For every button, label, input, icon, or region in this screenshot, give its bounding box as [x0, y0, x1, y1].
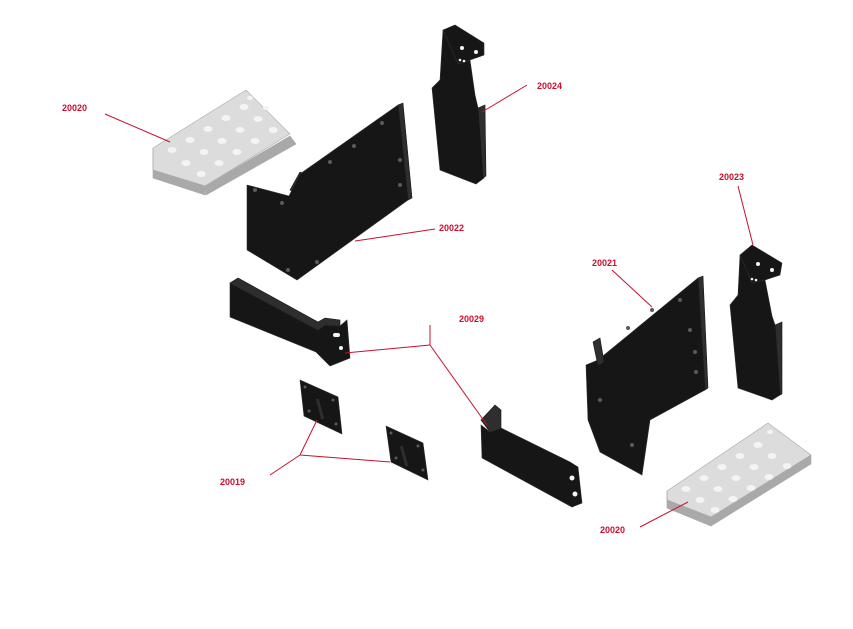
skid-panel-right-flange — [697, 275, 709, 391]
skid-panel-left-flange — [397, 102, 413, 201]
lower-guard-right — [480, 404, 583, 508]
skid-panel-right-holes — [598, 298, 698, 447]
label-mounting-plates: 20019 — [220, 477, 245, 487]
step-plate-br-holes — [681, 430, 792, 513]
vertical-bracket-right-flange — [774, 321, 783, 396]
mounting-plate-b-body — [385, 425, 429, 481]
skid-panel-right — [585, 275, 709, 476]
skid-panel-left-holes — [253, 121, 402, 272]
label-vertical-bracket-top: 20024 — [537, 81, 562, 91]
label-step-plate-bottom-right: 20020 — [600, 525, 625, 535]
lower-guard-right-body — [480, 424, 583, 508]
skid-panel-left — [246, 102, 413, 281]
step-plate-side — [204, 135, 297, 196]
label-step-plate-top-left: 20020 — [62, 103, 87, 113]
lower-guard-right-tab — [480, 404, 502, 433]
step-plate-face — [152, 89, 291, 187]
part-labels: 20020 20024 20022 20023 20021 20029 2001… — [62, 81, 744, 535]
vertical-bracket-top — [431, 24, 487, 185]
label-vertical-bracket-right: 20023 — [719, 172, 744, 182]
label-lower-guards: 20029 — [459, 314, 484, 324]
mounting-plate-b — [385, 425, 429, 481]
step-plate-front — [152, 148, 206, 196]
step-plate-bottom-right — [666, 422, 812, 527]
label-skid-panel-left: 20022 — [439, 223, 464, 233]
leader-lines — [104, 84, 754, 528]
label-skid-panel-right: 20021 — [592, 258, 617, 268]
lower-guard-left-body — [229, 282, 351, 367]
mounting-plate-a — [299, 379, 343, 435]
step-plate-top-left — [152, 89, 297, 196]
vertical-bracket-top-flange — [477, 104, 487, 179]
lower-guard-left — [229, 277, 351, 367]
vertical-bracket-right — [729, 244, 783, 401]
skid-panel-right-edge — [592, 337, 605, 367]
skid-panel-right-body — [585, 277, 706, 476]
step-plate-br-front — [666, 491, 712, 527]
step-plate-holes — [167, 96, 278, 177]
